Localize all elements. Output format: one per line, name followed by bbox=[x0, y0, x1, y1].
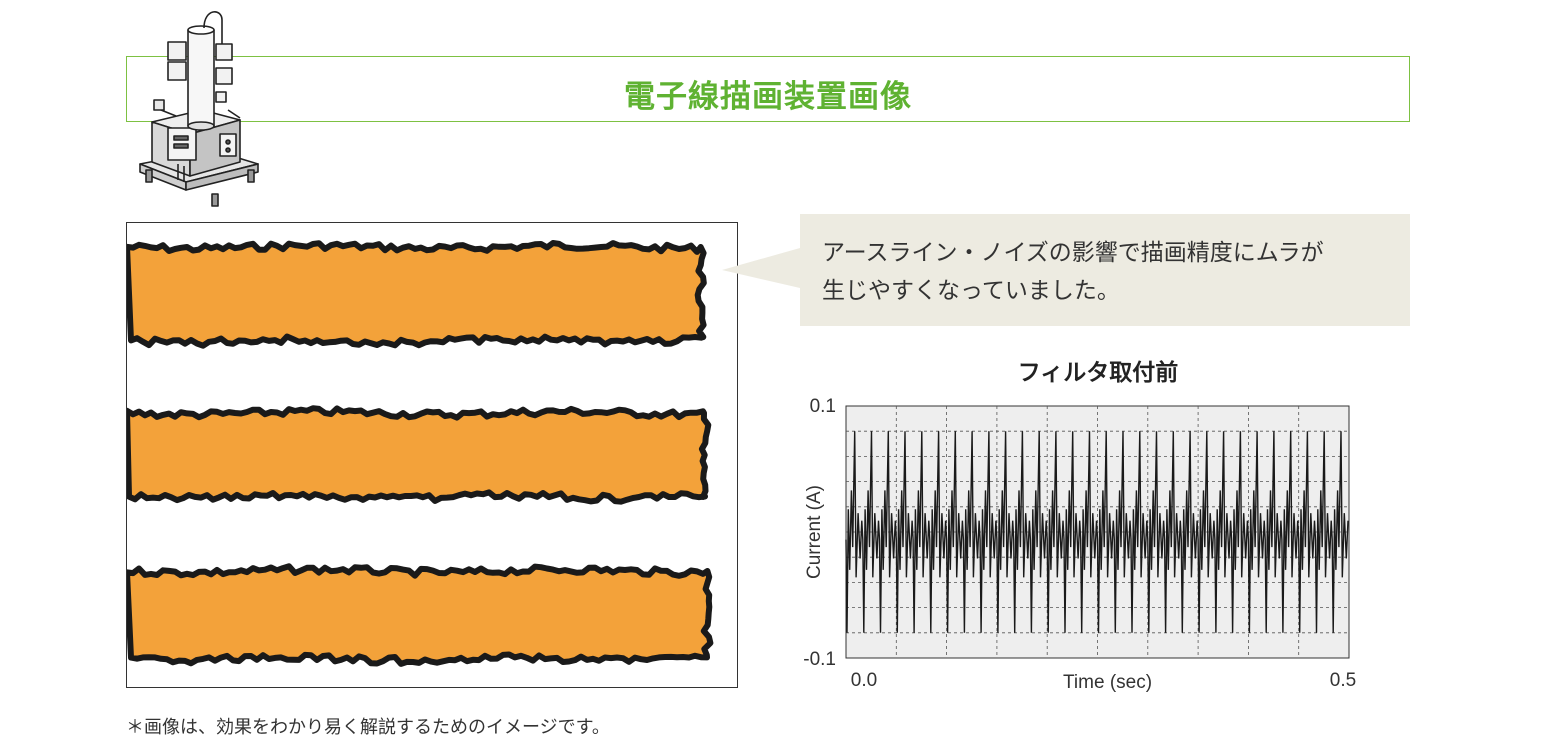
chart-title: フィルタ取付前 bbox=[1017, 360, 1179, 386]
x-tick-label-start: 0.0 bbox=[851, 670, 877, 691]
series-line bbox=[845, 431, 1349, 633]
y-tick-label-top: 0.1 bbox=[810, 396, 836, 417]
x-axis-label: Time (sec) bbox=[1063, 672, 1152, 693]
electron-beam-machine-illustration bbox=[139, 11, 259, 207]
stripe-band bbox=[127, 405, 712, 505]
page-title: 電子線描画装置画像 bbox=[624, 79, 912, 115]
callout-text: アースライン・ノイズの影響で描画精度にムラが 生じやすくなっていました。 bbox=[822, 240, 1324, 304]
y-tick-label-bottom: -0.1 bbox=[803, 649, 836, 670]
stripe-band bbox=[127, 240, 707, 349]
current-waveform-chart: 0.1 -0.1 0.0 0.5 Time (sec) Current (A) bbox=[803, 396, 1356, 693]
footnote: ＊画像は、効果をわかり易く解説するためのイメージです。 bbox=[126, 717, 610, 738]
callout-pointer bbox=[722, 248, 800, 288]
stripe-pattern bbox=[127, 240, 714, 667]
stripe-band bbox=[127, 563, 714, 667]
y-axis-label: Current (A) bbox=[804, 485, 825, 579]
callout-box: アースライン・ノイズの影響で描画精度にムラが 生じやすくなっていました。 bbox=[800, 214, 1410, 326]
title-frame: 電子線描画装置画像 bbox=[126, 56, 1410, 122]
drawing-result-image bbox=[126, 222, 738, 688]
x-tick-label-end: 0.5 bbox=[1330, 670, 1356, 691]
